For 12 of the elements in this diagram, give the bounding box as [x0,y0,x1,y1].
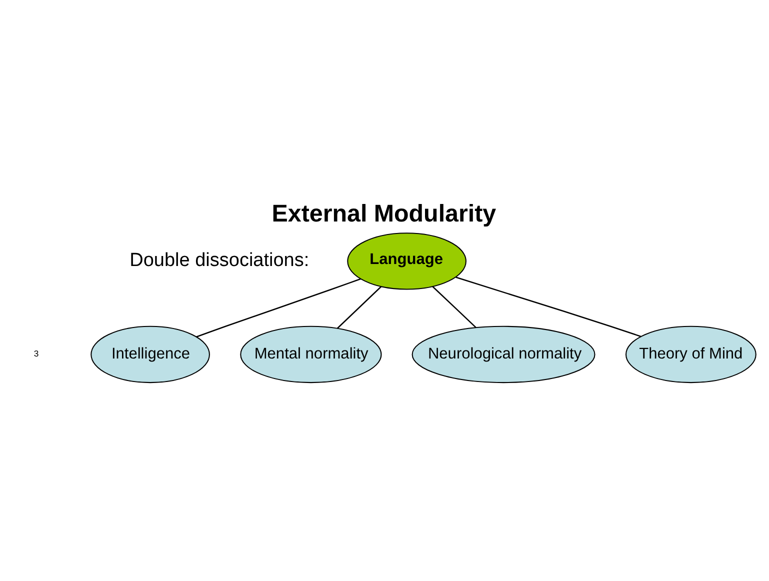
label: Double dissociations: [130,250,310,271]
node-ellipse: Theory of Mind [625,325,756,383]
connector [456,276,642,337]
connector [432,286,476,328]
node-ellipse: Intelligence [90,325,210,383]
node-ellipse: Mental normality [240,325,382,383]
node-ellipse: Language [347,232,466,290]
diagram-title: External Modularity [272,200,496,227]
connector [196,278,361,337]
node-ellipse: Neurological normality [412,325,596,383]
connector [336,286,382,328]
label: 3 [34,348,39,358]
